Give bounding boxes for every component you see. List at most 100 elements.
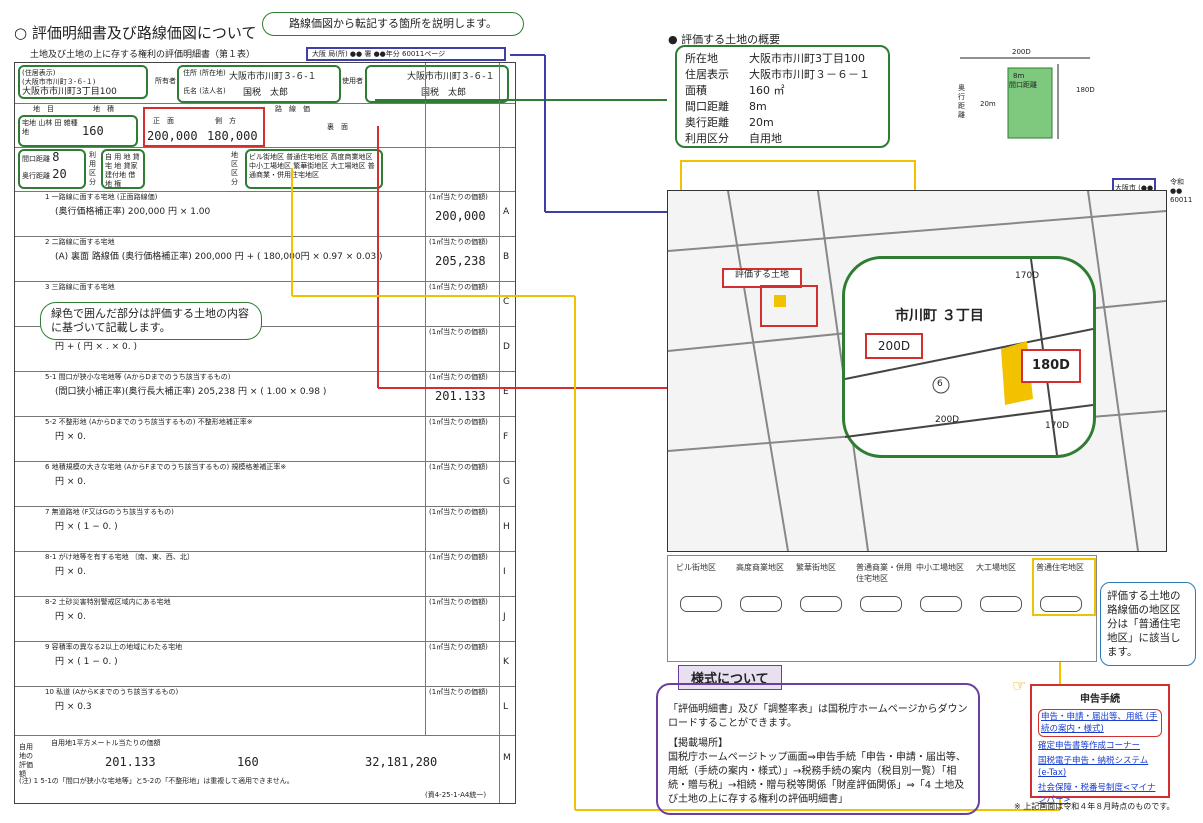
- year-badge: 令和 ●● 60011: [1170, 178, 1193, 204]
- overview-row: 所在地大阪市市川町3丁目100: [685, 51, 880, 67]
- calc-row-unit-header: (1㎡当たりの価額): [429, 643, 488, 651]
- side-value: 180,000: [207, 129, 258, 143]
- legend-highlight: [1032, 558, 1096, 616]
- calc-row-letter: K: [503, 657, 509, 667]
- usage-block: 自 用 地 貸 宅 地 貸家建付地 借 地 権: [101, 149, 145, 189]
- user-address: 大阪市市川町３-６-１: [407, 72, 495, 82]
- chiseki-header: 地 積: [93, 105, 114, 113]
- overview-row: 面積 160 ㎡: [685, 83, 880, 99]
- calc-row-result: 200,000: [435, 209, 486, 223]
- calc-row-label: 10 私道 (AからKまでのうち該当するもの): [45, 688, 179, 696]
- page-title: ○ 評価明細書及び路線価図について: [14, 24, 257, 42]
- shinkoku-title: 申告手続: [1080, 694, 1120, 705]
- total-label: 自用地の評価額: [19, 743, 33, 778]
- district-block: ビル街地区 普通住宅地区 高度商業地区 中小工場地区 繁華街地区 大工場地区 普…: [245, 149, 383, 189]
- legend-item: 中小工場地区: [916, 563, 964, 572]
- depth-label: 奥行距離: [22, 172, 50, 180]
- frontage-value: 8: [52, 150, 60, 164]
- owner-name-label: 氏名 (法人名): [183, 87, 226, 95]
- calc-row-formula: 円 × 0.: [55, 612, 86, 622]
- owner-label: 所有者: [155, 77, 176, 85]
- chiseki-value: 160: [82, 124, 104, 138]
- overview-row-value: 20m: [749, 116, 774, 129]
- total-area-value: 160: [237, 755, 259, 769]
- street: [1087, 191, 1139, 551]
- style-section-body: 「評価明細書」及び「調整率表」は国税庁ホームページからダウンロードすることができ…: [668, 704, 968, 729]
- calc-row-letter: D: [503, 342, 510, 352]
- zoom-panel: 市川町 ３丁目 200D 180D 6 200D 170D 170D: [842, 256, 1096, 458]
- overview-row-key: 奥行距離: [685, 116, 729, 129]
- address-hint: (大阪市市川町３-６-１): [22, 78, 96, 86]
- location-value: 大阪市市川町3丁目100: [22, 87, 117, 97]
- chimoku-header: 地 目: [33, 105, 54, 113]
- land-sketch: [960, 57, 1090, 139]
- map-target-label: 評価する土地: [722, 268, 802, 288]
- calc-row-result: 205,238: [435, 254, 486, 268]
- legend-symbol-icon: [800, 596, 842, 612]
- overview-row: 奥行距離 20m: [685, 115, 880, 131]
- legend-symbol-icon: [680, 596, 722, 612]
- calc-row-label: 8-1 がけ地等を有する宅地 〔南、東、西、北〕: [45, 553, 194, 561]
- calc-row-label: 5-1 間口が狭小な宅地等 (AからDまでのうち該当するもの): [45, 373, 231, 381]
- user-name: 国税 太郎: [421, 88, 467, 98]
- address-block: (住居表示) (大阪市市川町３-６-１) 大阪市市川町3丁目100: [18, 65, 148, 99]
- calc-row-unit-header: (1㎡当たりの価額): [429, 598, 488, 606]
- zoom-road-bottom-right: 170D: [1045, 421, 1070, 431]
- calc-row-formula: 円 × 0.: [55, 432, 86, 442]
- shinkoku-link[interactable]: 申告・申請・届出等、用紙 (手続の案内・様式): [1038, 709, 1162, 737]
- calc-row-unit-header: (1㎡当たりの価額): [429, 238, 488, 246]
- legend-symbol-icon: [1040, 596, 1082, 612]
- overview-row-value: 大阪市市川町３－６－１: [749, 68, 870, 81]
- overview-row-key: 面積: [685, 84, 707, 97]
- bottom-note: ※ 上記画面は令和４年８月時点のものです。: [1014, 802, 1175, 811]
- district-legend: ビル街地区高度商業地区繁華街地区普通商業・併用住宅地区中小工場地区大工場地区普通…: [667, 555, 1097, 662]
- frontage-label: 間口距離: [22, 155, 50, 163]
- callout-district: 評価する土地の路線価の地区区分は「普通住宅地区」に該当します。: [1100, 582, 1196, 666]
- calc-row-label: 8-2 土砂災害特別警戒区域内にある宅地: [45, 598, 171, 606]
- legend-symbol-icon: [980, 596, 1022, 612]
- front-label: 正 面: [153, 117, 174, 125]
- overview-row-value: 大阪市市川町3丁目100: [749, 52, 865, 65]
- shinkoku-link[interactable]: 確定申告書等作成コーナー: [1038, 741, 1141, 751]
- land-parcel: [1007, 67, 1053, 139]
- shinkoku-link[interactable]: 国税電子申告・納税システム (e-Tax): [1038, 756, 1149, 778]
- street: [668, 210, 1166, 252]
- depth-value: 20: [52, 167, 67, 181]
- sketch-frontage: 8m: [1013, 72, 1025, 80]
- street: [727, 191, 789, 551]
- chimoku-block: 宅地 山林 田 雑種地 160: [18, 115, 138, 147]
- calc-row-unit-header: (1㎡当たりの価額): [429, 418, 488, 426]
- calc-row-unit-header: (1㎡当たりの価額): [429, 553, 488, 561]
- overview-row-value: 160 ㎡: [749, 84, 785, 97]
- overview-row-key: 住居表示: [685, 68, 729, 81]
- form-footnote: (注) 1 5-1の「間口が狭小な宅地等」と5-2の「不整形地」は重複して適用で…: [19, 777, 294, 785]
- owner-addr-label: 住所 (所在地): [183, 69, 226, 77]
- calc-row-letter: G: [503, 477, 510, 487]
- calc-row-letter: I: [503, 567, 506, 577]
- user-block: 大阪市市川町３-６-１ 国税 太郎: [365, 65, 509, 103]
- total-unit-value: 201.133: [105, 755, 156, 769]
- overview-row-key: 利用区分: [685, 132, 729, 145]
- calc-row-label: 6 地積規模の大きな宅地 (AからFまでのうち該当するもの) 規模格差補正率※: [45, 463, 287, 471]
- calc-row-formula: 円 × 0.: [55, 567, 86, 577]
- rosenka-front-block: 正 面 側 方 200,000 180,000: [143, 107, 265, 147]
- calc-row-formula: (間口狭小補正率)(奥行長大補正率) 205,238 円 × ( 1.00 × …: [55, 387, 327, 397]
- sketch-frontage-label: 間口距離: [1009, 81, 1037, 89]
- chimoku-values: 宅地 山林 田 雑種地: [22, 119, 78, 136]
- overview-row: 住居表示 大阪市市川町３－６－１: [685, 67, 880, 83]
- valuation-form: (住居表示) (大阪市市川町３-６-１) 大阪市市川町3丁目100 所有者 住所…: [14, 62, 516, 804]
- user-label: 使用者: [342, 77, 363, 85]
- calc-row-formula: 円 + ( 円 × . × 0. ): [55, 342, 137, 352]
- calc-row-unit-header: (1㎡当たりの価額): [429, 688, 488, 696]
- calc-row-label: 7 無道路地 (F又はGのうち該当するもの): [45, 508, 174, 516]
- total-amount-value: 32,181,280: [365, 755, 438, 769]
- owner-address: 大阪市市川町３-６-１: [229, 72, 317, 82]
- overview-row: 利用区分 自用地: [685, 131, 880, 147]
- sketch-depth: 20m: [980, 100, 996, 108]
- legend-item: 大工場地区: [976, 563, 1016, 572]
- calc-row-formula: 円 × 0.3: [55, 702, 92, 712]
- usage-label: 利用区分: [89, 151, 96, 186]
- overview-row-value: 自用地: [749, 132, 782, 145]
- shinkoku-link[interactable]: 社会保障・税番号制度<マイナンバー>: [1038, 783, 1156, 805]
